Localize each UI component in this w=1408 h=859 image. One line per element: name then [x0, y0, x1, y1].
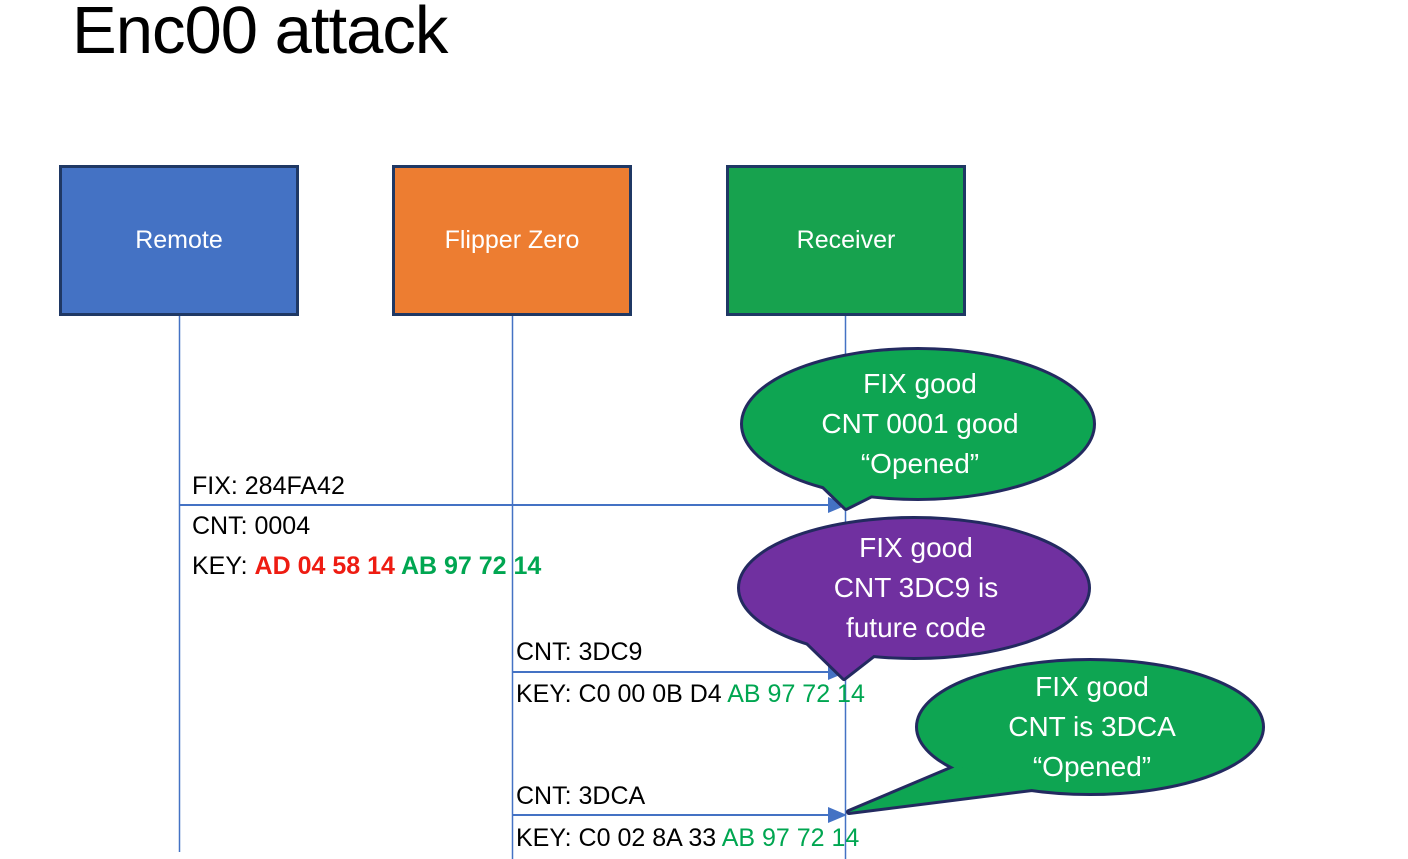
callout-3-line-2: CNT is 3DCA: [1008, 711, 1176, 742]
message-1-key-green: AB 97 72 14: [400, 552, 542, 580]
arrow-flipper-to-receiver-2: [512, 807, 847, 823]
message-1-cnt-text: CNT: 0004: [192, 512, 311, 540]
callout-bubble-1: [740, 347, 1096, 511]
message-3-key-green: AB 97 72 14: [721, 824, 860, 852]
callout-2-line-2: CNT 3DC9 is: [833, 572, 999, 603]
callout-2-tail-fill: [806, 641, 880, 678]
message-1-key-prefix: KEY:: [192, 552, 255, 580]
message-1-fix-label: FIX: 284FA42: [192, 466, 345, 506]
message-3-key-label: KEY: C0 02 8A 33 AB 97 72 14: [516, 818, 859, 858]
actor-box-remote[interactable]: Remote: [59, 165, 299, 316]
callout-bubble-3: [846, 658, 1265, 815]
actor-label-receiver: Receiver: [796, 226, 896, 254]
callout-1-tail-fill: [815, 478, 888, 508]
callout-bubble-2: [737, 516, 1091, 681]
message-1-key-red: AD 04 58 14: [254, 552, 401, 580]
actor-label-remote: Remote: [135, 226, 223, 254]
message-1-fix-text: FIX: 284FA42: [192, 472, 345, 500]
message-2-key-green: AB 97 72 14: [727, 680, 865, 708]
callout-1-line-3: “Opened”: [860, 448, 980, 479]
message-1-key-text: KEY: AD 04 58 14 AB 97 72 14: [192, 546, 541, 586]
arrow-3-head-icon: [828, 807, 847, 823]
callout-3-text: FIX good CNT is 3DCA “Opened”: [920, 667, 1264, 787]
page-title: Enc00 attack: [72, 0, 448, 68]
arrow-remote-to-receiver: [179, 497, 847, 513]
callout-2-ellipse-fill: [740, 519, 1088, 657]
actor-label-flipper-zero: Flipper Zero: [444, 226, 580, 254]
callout-1-ellipse-fill: [743, 350, 1093, 498]
callout-1-line-1: FIX good: [863, 368, 977, 399]
message-1-details: CNT: 0004 KEY: AD 04 58 14 AB 97 72 14: [192, 506, 541, 586]
callout-1-text: FIX good CNT 0001 good “Opened”: [748, 364, 1092, 484]
message-2-cnt-text: CNT: 3DC9: [516, 638, 643, 666]
actor-box-flipper-zero[interactable]: Flipper Zero: [392, 165, 632, 316]
message-2-key-prefix: KEY: C0 00 0B D4: [516, 680, 728, 708]
callout-3-ellipse-fill: [918, 661, 1262, 793]
actor-box-receiver[interactable]: Receiver: [726, 165, 966, 316]
callout-3-line-3: “Opened”: [1032, 751, 1152, 782]
callout-1-line-2: CNT 0001 good: [821, 408, 1019, 439]
message-3-cnt-label: CNT: 3DCA: [516, 776, 645, 816]
message-3-cnt-text: CNT: 3DCA: [516, 782, 646, 810]
message-2-key-label: KEY: C0 00 0B D4 AB 97 72 14: [516, 674, 865, 714]
callout-2-line-3: future code: [845, 612, 987, 643]
message-3-key-prefix: KEY: C0 02 8A 33: [516, 824, 722, 852]
callout-3-line-1: FIX good: [1035, 671, 1149, 702]
arrow-1-head-icon: [828, 497, 847, 513]
callout-3-tail-fill: [849, 766, 1032, 812]
callout-2-text: FIX good CNT 3DC9 is future code: [744, 528, 1088, 648]
callout-2-line-1: FIX good: [859, 532, 973, 563]
message-2-cnt-label: CNT: 3DC9: [516, 632, 642, 672]
